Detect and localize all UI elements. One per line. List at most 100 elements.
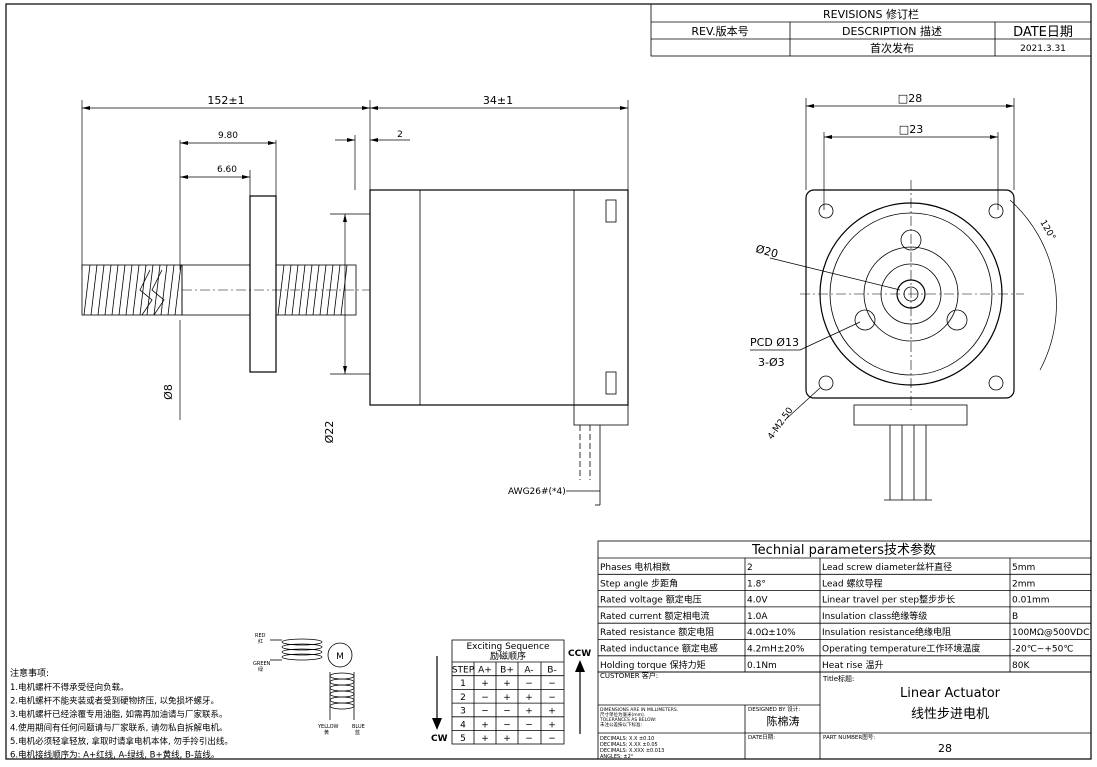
param-cell: Insulation class绝缘等级 [822,610,927,622]
param-cell: Insulation resistance绝缘电阻 [822,626,951,638]
sequence-cell: − [481,693,489,703]
param-cell: Lead 螺纹导程 [822,577,882,589]
revisions-col-rev: REV.版本号 [691,24,748,38]
part-number: 28 [938,742,952,755]
customer-label: CUSTOMER 客户: [600,671,658,680]
param-cell: Rated voltage 额定电压 [600,594,702,606]
revisions-col-date: DATE日期 [1013,25,1073,40]
sequence-cell: 5 [460,734,466,744]
param-cell: Heat rise 温升 [822,660,884,671]
dim-body-length: 34±1 [483,94,513,107]
title-label: Title标题: [822,674,854,683]
coil-a [270,638,323,661]
param-cell: 4.0Ω±10% [747,628,796,638]
motor-symbol [327,642,353,668]
tolerance-3: DECIMALS: X.XXX ±0.013 [600,748,664,754]
sequence-cell: + [481,720,489,730]
sequence-cell: 2 [460,693,466,703]
sequence-cell: − [503,720,511,730]
note-item: 3.电机螺杆已经涂覆专用油脂, 如需再加油请与厂家联系。 [10,709,228,720]
sequence-cell: + [481,679,489,689]
sequence-cell: + [481,734,489,744]
sequence-cell: − [503,707,511,717]
dims-note: DIMENSIONS ARE IN MILLIMETERS. [600,707,678,713]
dim-6-60: 6.60 [217,165,237,175]
sequence-title-cn: 励磁顺序 [490,650,526,662]
title-chinese: 线性步进电机 [911,707,989,722]
sequence-cell: 4 [460,720,466,730]
tolerance-note: TOLERANCES AS BELOW: [599,717,656,723]
title-english: Linear Actuator [900,686,1001,701]
coil-b [329,672,355,720]
revisions-row-date: 2021.3.31 [1020,44,1066,54]
note-item: 4.使用期间有任何问题请与厂家联系, 请勿私自拆解电机。 [10,723,228,734]
dims-note-cn: 尺寸单位为毫米(mm). [600,711,645,718]
sequence-cell: + [548,707,556,717]
title-block: CUSTOMER 客户: Title标题: Linear Actuator 线性… [597,671,1092,760]
sequence-cell: + [503,693,511,703]
revisions-title: REVISIONS 修订栏 [823,7,919,21]
cw-label: CW [431,734,448,744]
wiring-diagram: RED 红 GREEN 绿 M YELLOW 黄 BLUE 蓝 [253,633,365,736]
sheet-border [5,3,1092,760]
sequence-cell: − [525,720,533,730]
wire-green-label: GREEN [253,661,271,667]
wire-label: AWG26#(*4) [508,487,566,497]
revisions-row-desc: 首次发布 [870,41,914,55]
param-cell: Lead screw diameter丝杆直径 [822,561,952,573]
designer-name: 陈棉涛 [767,714,800,728]
param-cell: 1.8° [747,579,766,589]
tolerance-1: DECIMALS: X.X ±0.10 [600,736,654,742]
param-cell: 2mm [1012,579,1035,589]
revisions-col-desc: DESCRIPTION 描述 [842,24,942,38]
wire-red-label: RED [255,633,266,639]
sequence-header: A+ [478,666,492,676]
sequence-header: B+ [500,666,514,676]
wire-yellow-label: YELLOW [317,724,339,730]
sequence-cell: − [548,679,556,689]
wire-green-cn-label: 绿 [258,666,263,673]
dim-2: 2 [397,130,403,140]
param-cell: Rated current 额定相电流 [600,610,710,622]
param-cell: 80K [1012,661,1030,671]
sequence-header: A- [524,666,533,676]
dim-square-28: □28 [898,92,922,105]
dim-pcd: PCD Ø13 [750,336,799,349]
param-cell: 5mm [1012,563,1035,573]
ccw-label: CCW [568,649,591,659]
notes: 注意事项: 1.电机螺杆不得承受径向负载。2.电机螺杆不能夹装或者受到硬物挤压,… [10,667,233,761]
tolerance-2: DECIMALS: X.XX ±0.05 [600,742,658,748]
part-number-label: PART NUMBER图号: [823,733,875,741]
dim-d8: Ø8 [162,384,175,400]
sequence-header: STEP [452,666,475,676]
dim-d22: Ø22 [323,421,336,444]
sequence-title: Exciting Sequence [466,642,549,652]
notes-title: 注意事项: [10,667,49,679]
sequence-cell: − [548,693,556,703]
dim-overall-length: 152±1 [207,94,244,107]
sequence-cell: + [548,720,556,730]
param-cell: B [1012,612,1018,622]
param-cell: Phases 电机相数 [600,561,670,573]
param-cell: 2 [747,563,753,573]
dim-9-80: 9.80 [218,131,238,141]
param-cell: 100MΩ@500VDC [1012,628,1089,638]
wire-red-cn-label: 红 [258,638,263,645]
sequence-header: B- [547,666,556,676]
sequence-cell: − [525,734,533,744]
tolerance-4: ANGLES: ±2° [600,754,634,760]
param-cell: -20℃~+50℃ [1012,645,1073,655]
sequence-cell: + [525,707,533,717]
dim-square-23: □23 [899,123,923,136]
note-item: 5.电机必须轻拿轻放, 拿取时请拿电机本体, 勿手拎引出线。 [10,736,233,747]
wire-blue-cn-label: 蓝 [355,729,360,736]
motor-symbol-label: M [336,652,344,662]
param-cell: 1.0A [747,612,768,622]
sequence-cell: + [503,679,511,689]
sequence-cell: − [525,679,533,689]
revisions-table: REVISIONS 修订栏 REV.版本号 DESCRIPTION 描述 DAT… [650,3,1092,57]
param-cell: 0.01mm [1012,596,1050,606]
